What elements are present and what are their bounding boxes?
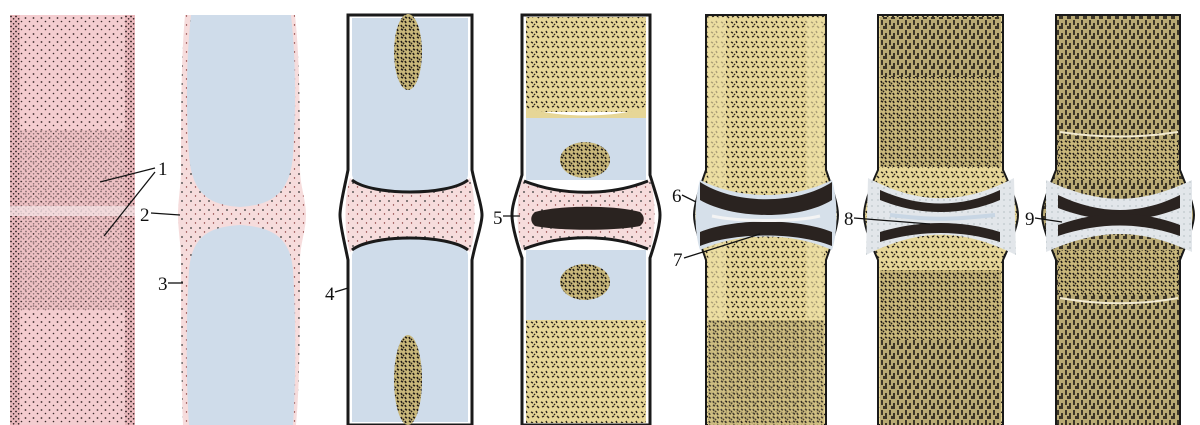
label-4: 4 [325,285,335,304]
stage-5-early-joint [694,15,838,425]
stage-3-primary-ossification [340,14,482,425]
label-6: 6 [672,187,682,206]
label-3: 3 [158,275,168,294]
stage-2-cartilage [178,15,306,425]
label-2: 2 [140,206,150,225]
stage-4-secondary-ossification [512,15,660,425]
label-5: 5 [493,209,503,228]
label-8: 8 [844,210,854,229]
leader-6 [682,195,696,202]
label-7: 7 [673,251,683,270]
leader-4 [335,288,348,292]
stage-7-mature-joint [1042,15,1194,425]
label-1: 1 [158,160,168,179]
label-9: 9 [1025,210,1035,229]
leader-2 [151,213,180,215]
